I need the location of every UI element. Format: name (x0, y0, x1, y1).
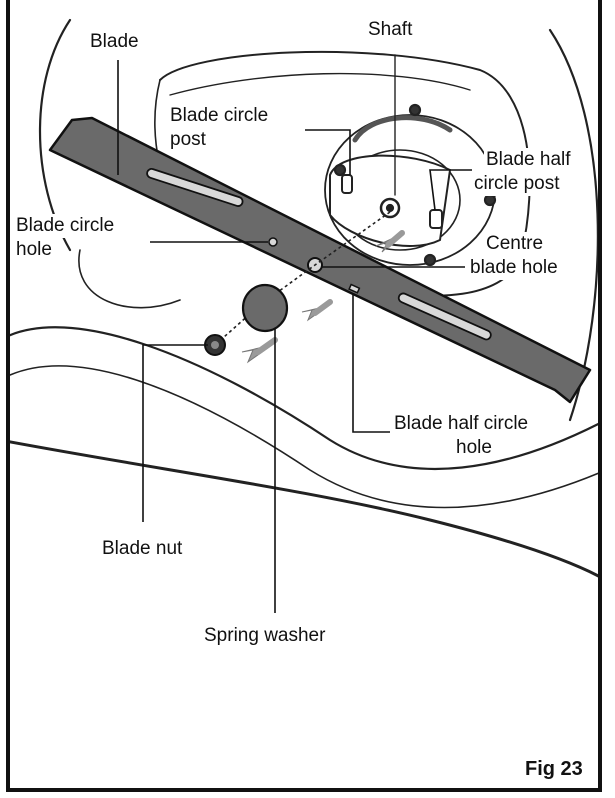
label-centre-blade-hole-line1: Centre (484, 232, 546, 256)
leader-blade-half-circle-post (429, 169, 472, 211)
label-blade-circle-hole-line1: Blade circle (14, 214, 117, 238)
label-blade-circle-hole-line2: hole (14, 238, 54, 262)
motor-plate (159, 50, 531, 297)
label-blade-half-circle-hole-line1: Blade half circle (392, 412, 531, 436)
label-blade-nut: Blade nut (100, 537, 185, 561)
label-spring-washer: Spring washer (202, 624, 328, 648)
shaft-core (385, 203, 395, 213)
leader-blade-nut (142, 344, 208, 522)
deck-rim-lower (10, 326, 598, 471)
blade-half-circle-hole (348, 283, 361, 294)
deck-bottom-edge (10, 440, 598, 578)
motor-plate-inner (169, 72, 471, 96)
leader-blade-circle-post (305, 129, 351, 175)
mount-bolt-3 (483, 193, 497, 207)
label-centre-blade-hole-line2: blade hole (468, 256, 560, 280)
label-blade-half-circle-post-line2: circle post (472, 172, 562, 196)
label-blade-circle-post-line1: Blade circle (168, 104, 271, 128)
label-shaft: Shaft (366, 18, 415, 42)
label-blade-half-circle-post-line1: Blade half (484, 148, 573, 172)
arrow-shaft (255, 337, 278, 355)
label-blade-half-circle-hole-line2: hole (454, 436, 494, 460)
blade-slot-left (146, 168, 244, 207)
arrow-shaft (312, 299, 333, 316)
arrow-shaft (385, 230, 405, 248)
spring-washer (241, 283, 289, 333)
blade-circle-post (341, 174, 353, 194)
blade-circle-hole (268, 237, 278, 247)
blade-slot-right (397, 292, 492, 341)
deck-inner-curve (78, 249, 181, 309)
mower-deck-illustration (10, 18, 598, 613)
figure-caption: Fig 23 (525, 758, 583, 780)
mount-bolt-4 (423, 253, 437, 267)
hub-ridge (352, 115, 453, 143)
deck-rim-lower-2 (10, 365, 598, 509)
mount-bolt-1 (408, 103, 422, 117)
mount-bolt-2 (333, 163, 347, 177)
leader-blade-half-circle-hole (352, 293, 390, 433)
blade-body (48, 116, 592, 404)
blade-half-circle-post (429, 209, 443, 229)
figure-frame: Blade Shaft Blade circle post Blade half… (6, 0, 602, 792)
label-blade: Blade (88, 30, 141, 54)
label-blade-circle-post-line2: post (168, 128, 208, 152)
